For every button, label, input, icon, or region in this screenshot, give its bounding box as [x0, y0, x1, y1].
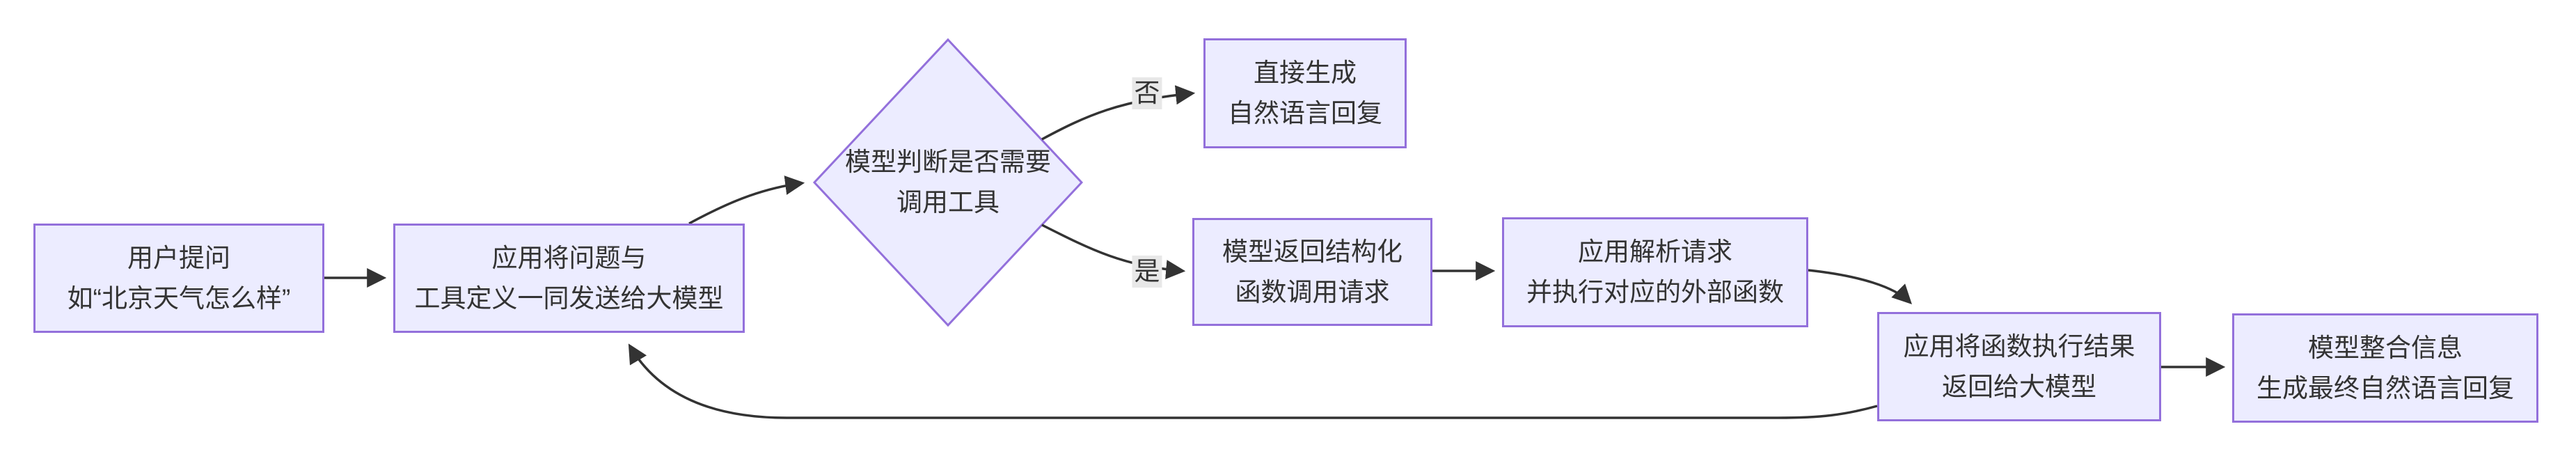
node-direct-reply-line2: 自然语言回复 — [1228, 99, 1382, 127]
edge-send-to-decision — [688, 175, 805, 225]
edge-parse-execute-to-return-result — [1808, 269, 1912, 304]
node-parse-execute: 应用解析请求 并执行对应的外部函数 — [1502, 217, 1808, 327]
node-final-reply-line2: 生成最终自然语言回复 — [2257, 373, 2514, 403]
edge-return-result-back-to-send — [628, 343, 1878, 419]
node-parse-execute-line1: 应用解析请求 — [1578, 237, 1732, 266]
node-user-question-line2: 如“北京天气怎么样” — [67, 283, 291, 313]
edge-decision-no-to-direct-reply — [1041, 85, 1196, 141]
node-direct-reply: 直接生成 自然语言回复 — [1203, 38, 1407, 148]
edge-decision-yes-to-structured-call — [1041, 224, 1186, 279]
node-return-result-line1: 应用将函数执行结果 — [1903, 331, 2135, 361]
node-return-result: 应用将函数执行结果 返回给大模型 — [1877, 312, 2161, 421]
node-decision-label: 模型判断是否需要 调用工具 — [830, 142, 1066, 223]
node-structured-call-line1: 模型返回结构化 — [1222, 237, 1402, 266]
decision-diamond-shape — [812, 38, 1084, 327]
node-send-to-model-line2: 工具定义一同发送给大模型 — [414, 283, 724, 313]
node-decision-line2: 调用工具 — [896, 188, 999, 217]
node-return-result-line2: 返回给大模型 — [1942, 372, 2096, 401]
node-final-reply-line1: 模型整合信息 — [2308, 333, 2463, 362]
node-structured-call: 模型返回结构化 函数调用请求 — [1192, 218, 1432, 326]
edge-label-no: 否 — [1132, 77, 1162, 109]
node-user-question: 用户提问 如“北京天气怎么样” — [33, 224, 324, 333]
node-direct-reply-line1: 直接生成 — [1254, 58, 1357, 87]
node-decision-line1: 模型判断是否需要 — [845, 148, 1051, 176]
node-parse-execute-line2: 并执行对应的外部函数 — [1526, 278, 1784, 306]
node-user-question-line1: 用户提问 — [127, 243, 230, 272]
edge-label-yes: 是 — [1132, 256, 1162, 288]
node-structured-call-line2: 函数调用请求 — [1235, 277, 1390, 306]
node-send-to-model: 应用将问题与 工具定义一同发送给大模型 — [393, 224, 745, 333]
node-final-reply: 模型整合信息 生成最终自然语言回复 — [2232, 313, 2538, 423]
node-send-to-model-line1: 应用将问题与 — [491, 243, 647, 272]
